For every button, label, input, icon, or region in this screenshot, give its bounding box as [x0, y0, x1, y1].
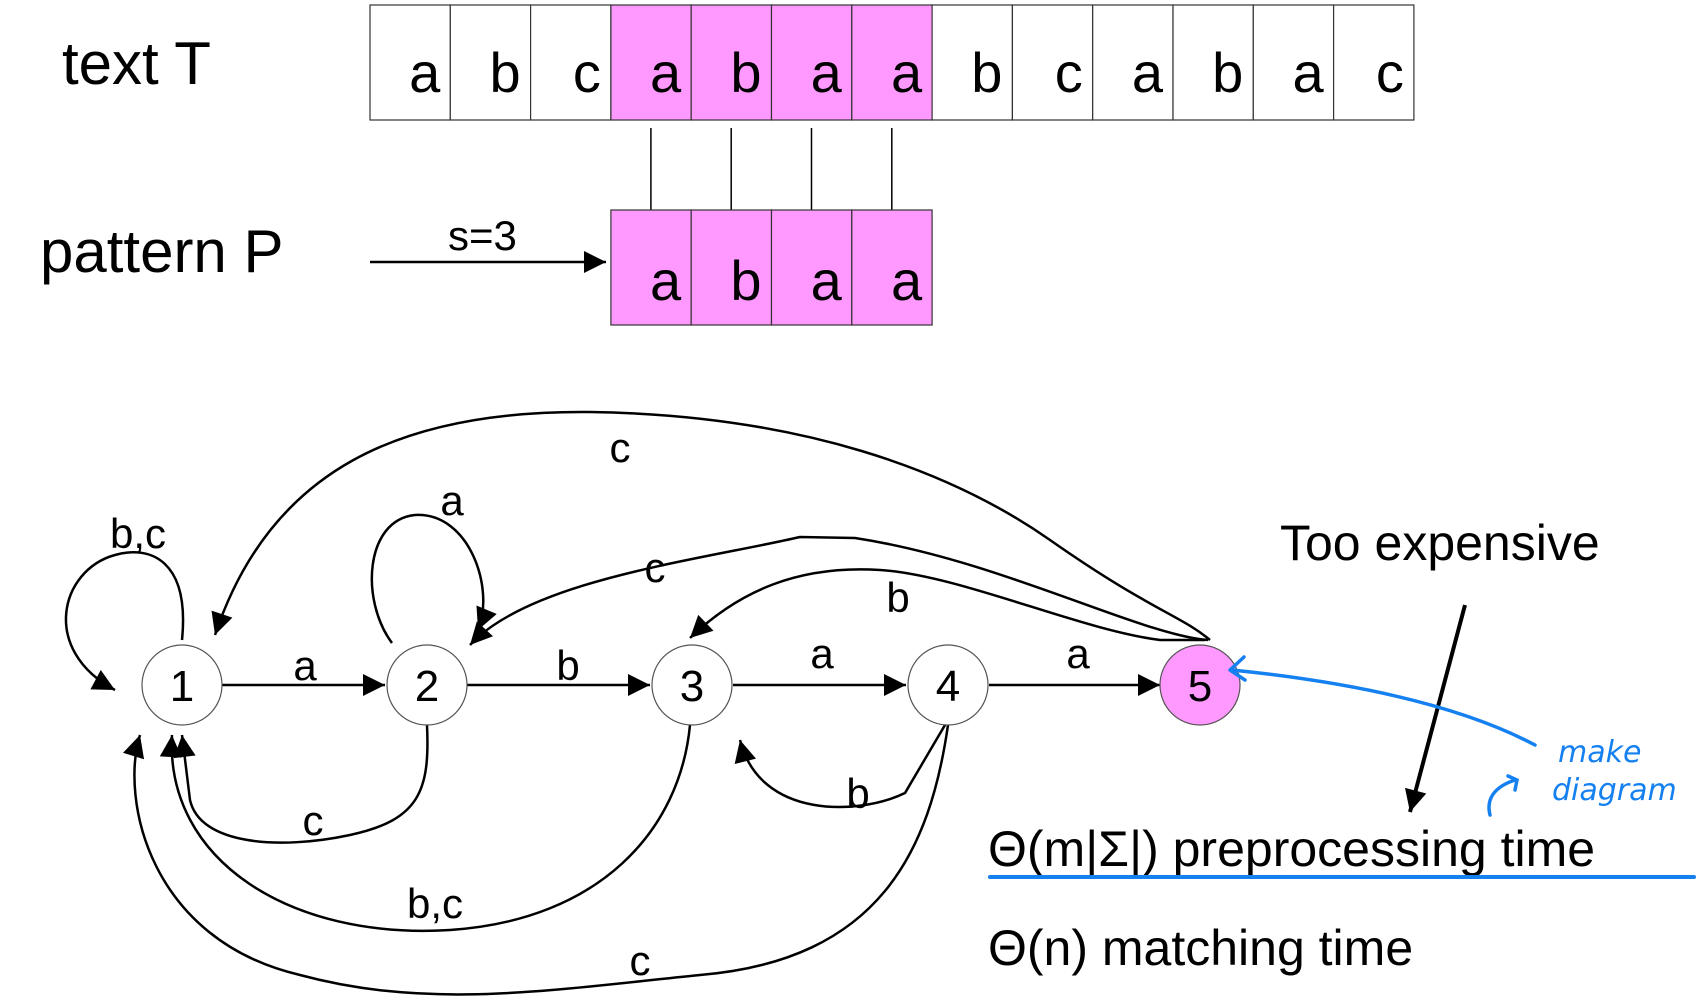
edge-label-5-3: b: [886, 574, 909, 621]
matching-time: Θ(n) matching time: [988, 920, 1413, 976]
text-cell: c: [529, 4, 612, 121]
pattern-cell-char: a: [811, 249, 843, 312]
state-label: 1: [170, 662, 194, 711]
state-3: 3: [651, 644, 733, 726]
text-cell: b: [449, 4, 532, 121]
edge-label-1-1: b,c: [110, 510, 166, 557]
text-cell: a: [610, 4, 692, 121]
text-cell: c: [1332, 4, 1415, 121]
pattern-row-label: pattern P: [40, 218, 284, 285]
annotation-curl: [1487, 774, 1519, 817]
edge-label-4-5: a: [1066, 630, 1090, 677]
edge-2-2: [370, 513, 497, 644]
text-cell-char: b: [730, 41, 761, 104]
edge-2-1: [173, 724, 429, 844]
state-circle: [651, 644, 733, 726]
pattern-cell-char: a: [650, 249, 682, 312]
accepting-state-circle: [1159, 644, 1241, 726]
edge-5-3: [689, 568, 1205, 642]
state-label: 5: [1188, 662, 1212, 711]
annotation-arrow-line: [1230, 668, 1537, 747]
state-label: 3: [680, 662, 704, 711]
handwritten-note-line1: make: [1558, 735, 1641, 770]
pattern-cell-char: a: [891, 249, 923, 312]
pattern-cell: a: [770, 209, 853, 326]
text-cell-char: b: [489, 41, 520, 104]
state-circle: [907, 644, 989, 726]
text-cell-char: a: [650, 41, 682, 104]
preprocessing-time: Θ(m|Σ|) preprocessing time: [988, 821, 1595, 877]
edge-label-4-1: c: [630, 937, 651, 984]
text-row-label: text T: [62, 30, 211, 97]
edge-label-2-3: b: [556, 642, 579, 689]
edge-1-1: [64, 551, 185, 692]
text-cell-char: a: [1292, 41, 1324, 104]
pattern-cell: b: [690, 209, 773, 326]
text-cell-char: b: [1212, 41, 1243, 104]
edge-label-5-1: c: [610, 424, 631, 471]
text-cell-char: a: [409, 41, 441, 104]
edge-3-1: [159, 724, 692, 933]
edge-4-3: [734, 724, 947, 809]
edge-label-2-1: c: [303, 797, 324, 844]
text-cell: a: [1252, 4, 1335, 121]
text-cell-char: c: [1376, 41, 1404, 104]
text-cell: a: [770, 4, 853, 121]
text-cell-char: a: [891, 41, 923, 104]
text-cell: c: [1011, 4, 1094, 121]
pattern-cell: a: [610, 209, 692, 326]
pattern-cell: a: [851, 209, 933, 326]
text-cell: b: [1172, 4, 1254, 121]
too-expensive-note: Too expensive: [1280, 515, 1600, 571]
state-4: 4: [907, 644, 989, 726]
text-cell-char: a: [811, 41, 843, 104]
state-label: 4: [936, 662, 960, 711]
edge-label-4-3: b: [846, 770, 869, 817]
text-cell: b: [690, 4, 773, 121]
edge-5-2: [469, 535, 1209, 646]
edge-label-3-4: a: [810, 630, 834, 677]
text-cell-char: c: [1055, 41, 1083, 104]
state-circle: [386, 644, 468, 726]
edge-label-3-1: b,c: [407, 880, 463, 927]
text-cell: b: [931, 4, 1013, 121]
edge-label-2-2: a: [440, 477, 464, 524]
state-1: 1: [141, 644, 223, 726]
state-5: 5: [1159, 644, 1241, 726]
shift-label: s=3: [448, 212, 517, 259]
edge-label-1-2: a: [293, 642, 317, 689]
annotation-arrowhead: [1228, 655, 1247, 682]
pattern-cell-char: b: [730, 249, 761, 312]
state-2: 2: [386, 644, 468, 726]
text-cell-char: b: [971, 41, 1002, 104]
handwritten-note-line2: diagram: [1552, 773, 1677, 808]
match-lines: [650, 128, 893, 210]
edge-label-5-2: c: [645, 544, 666, 591]
text-cell-char: a: [1132, 41, 1164, 104]
state-circle: [141, 644, 223, 726]
text-cell: a: [369, 4, 451, 121]
edge-4-1: [123, 724, 950, 996]
text-cell: a: [851, 4, 933, 121]
text-cell: a: [1092, 4, 1174, 121]
state-label: 2: [415, 662, 439, 711]
edge-5-1: [211, 410, 1211, 641]
text-cell-char: c: [573, 41, 601, 104]
